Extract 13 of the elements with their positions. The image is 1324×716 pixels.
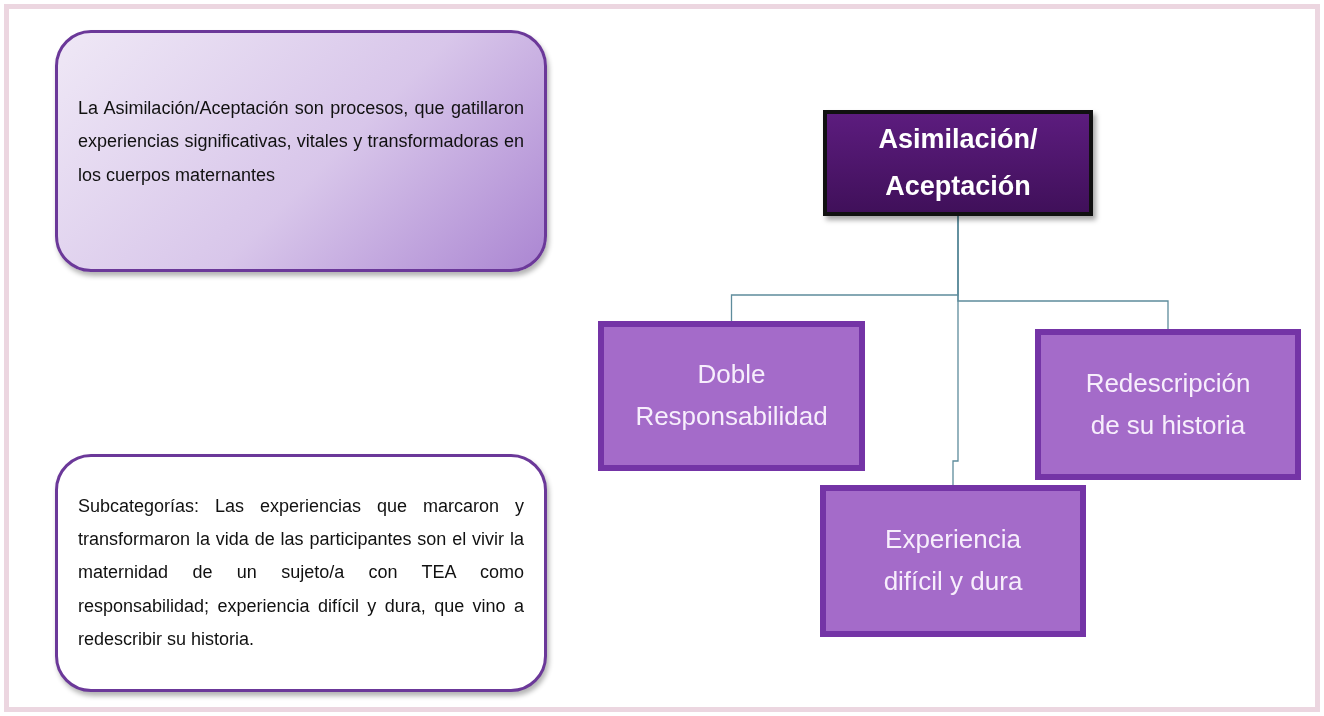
node-text: Asimilación/ Aceptación [877, 122, 1039, 203]
node-text: Redescripción de su historia [1084, 366, 1252, 442]
node-text: La Asimilación/Aceptación son procesos, que gatillaron experiencias significativas, vitales y transformadoras en los cuerpos maternantes [78, 97, 524, 187]
category-box [823, 110, 1093, 216]
subcategory-box [1035, 329, 1301, 480]
subcategory-box [598, 321, 865, 471]
node-text: Subcategorías: Las experiencias que marcaron y transformaron la vida de las participantes son el vivir la maternidad de un sujeto/a con TEA como responsabilidad; experiencia difícil y dura, que vino a redescribir su historia. [78, 494, 524, 651]
node-text: Doble Responsabilidad [634, 358, 829, 433]
subcategory-box [820, 485, 1086, 637]
note-box [55, 30, 547, 272]
note-box [55, 454, 547, 692]
node-text: Experiencia difícil y dura [882, 523, 1024, 598]
connector-line [957, 215, 1169, 330]
